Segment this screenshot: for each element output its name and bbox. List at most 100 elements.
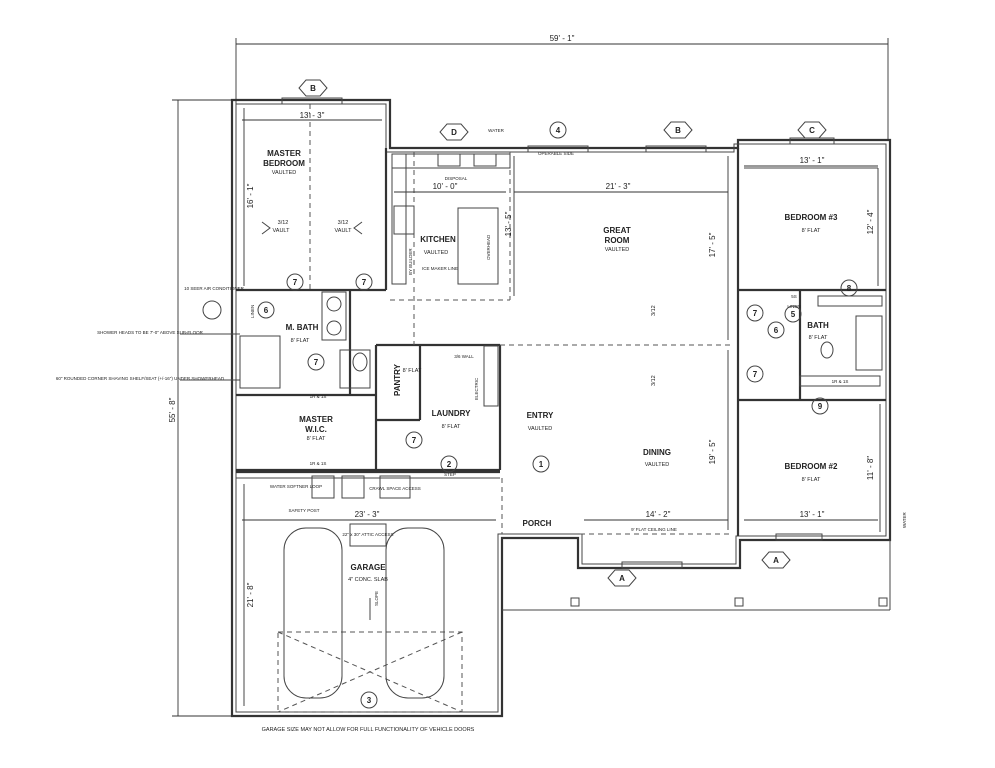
svg-text:3/12: 3/12 [651,305,657,316]
svg-text:M. BATH: M. BATH [286,323,319,332]
garage: GARAGE 4" CONC. SLAB 22" x 30" ATTIC ACC… [270,475,445,699]
svg-text:A: A [773,556,779,565]
svg-text:VAULTED: VAULTED [424,250,449,256]
svg-text:VAULT: VAULT [273,228,291,234]
bedroom-2: BEDROOM #2 8' FLAT 1R & 1S [785,375,881,483]
svg-text:LINEN: LINEN [250,305,255,318]
exterior-walls [230,98,892,718]
master-bath: M. BATH 8' FLAT LINEN 1R & 1S [239,291,371,399]
dashed-lines [277,104,730,713]
svg-text:DINING: DINING [643,448,671,457]
dining-width-dim: 14' - 2" [646,510,671,519]
callout-9: 9 [811,397,829,415]
dining: DINING VAULTED 9' FLAT CEILING LINE [631,448,677,532]
svg-text:7: 7 [753,309,758,318]
bed3-depth-dim: 12' - 4" [866,209,875,234]
callout-7f: 7 [746,365,764,383]
callout-7a: 7 [286,273,304,291]
svg-text:ENTRY: ENTRY [527,411,554,420]
svg-text:2: 2 [447,460,452,469]
svg-text:8' FLAT: 8' FLAT [809,335,828,341]
callout-a-2: A [761,551,791,569]
callout-6a: 6 [257,301,275,319]
garage-depth-dim: 21' - 8" [246,582,255,607]
svg-text:BEDROOM #3: BEDROOM #3 [785,213,838,222]
callout-b-2: B [663,121,693,139]
callout-7b: 7 [355,273,373,291]
callout-b-1: B [298,79,328,97]
callout-c: C [797,121,827,139]
svg-text:PANTRY: PANTRY [393,363,402,396]
master-depth-dim: 16' - 1" [246,183,255,208]
svg-text:BATH: BATH [807,321,829,330]
svg-text:MASTER: MASTER [267,149,301,158]
callout-d: D [439,123,469,141]
svg-text:DISPOSAL: DISPOSAL [445,176,468,181]
overall-dimensions: 59' - 1" 55' - 8" [168,34,889,717]
callout-5: 5 [784,305,802,323]
svg-text:3/12: 3/12 [278,220,289,226]
svg-text:8' FLAT: 8' FLAT [291,338,310,344]
svg-text:OPERABLE SIDE: OPERABLE SIDE [538,151,574,156]
svg-text:7: 7 [753,370,758,379]
callout-4: 4 [549,121,567,139]
svg-text:3/6 WALL: 3/6 WALL [454,354,474,359]
interior-walls [236,148,886,536]
svg-text:SLOPE: SLOPE [374,591,379,606]
svg-text:8' FLAT: 8' FLAT [403,368,422,374]
bed2-depth-dim: 11' - 8" [866,456,875,480]
dining-depth-dim: 19' - 5" [708,439,717,464]
svg-text:8' FLAT: 8' FLAT [802,477,821,483]
great-room: GREAT ROOM VAULTED 3/12 3/12 [603,226,657,386]
callouts: B D 4 B C A A 1 [257,79,858,709]
svg-text:10 SEER AIR CONDITIONER: 10 SEER AIR CONDITIONER [184,286,245,291]
side-notes: 10 SEER AIR CONDITIONER SHOWER HEADS TO … [56,128,907,733]
svg-text:WATER: WATER [902,512,907,528]
svg-text:8' FLAT: 8' FLAT [307,436,326,442]
room-dimensions: 13' - 3" 16' - 1" 10' - 0" 13' - 5" 21' … [242,108,881,706]
svg-text:VAULTED: VAULTED [605,247,630,253]
svg-text:LAUNDRY: LAUNDRY [432,409,471,418]
great-width-dim: 21' - 3" [606,182,631,191]
bed3-width-dim: 13' - 1" [800,156,825,165]
svg-text:8: 8 [847,284,852,293]
svg-text:VAULT: VAULT [335,228,353,234]
svg-text:6: 6 [264,306,269,315]
kitchen-depth-dim: 13' - 5" [504,211,513,236]
svg-text:4: 4 [556,126,561,135]
master-wic: MASTER W.I.C. 8' FLAT 1R & 1S [299,415,333,466]
windows [281,97,835,569]
svg-text:STEP: STEP [444,472,456,477]
callout-a-1: A [607,569,637,587]
pantry: PANTRY 8' FLAT [393,363,422,396]
master-width-dim: 13' - 3" [300,111,325,120]
callout-1: 1 [532,455,550,473]
svg-text:8' FLAT: 8' FLAT [442,424,461,430]
svg-text:5S: 5S [791,294,797,299]
svg-text:3/12: 3/12 [651,375,657,386]
callout-7d: 7 [405,431,423,449]
svg-text:A: A [619,574,625,583]
svg-text:3/12: 3/12 [338,220,349,226]
porch: PORCH [502,519,891,611]
svg-text:4" CONC. SLAB: 4" CONC. SLAB [348,577,388,583]
svg-text:7: 7 [314,358,319,367]
svg-text:SAFETY POST: SAFETY POST [289,508,320,513]
svg-text:6: 6 [774,326,779,335]
callout-6b: 6 [767,321,785,339]
svg-text:B: B [675,126,681,135]
svg-text:1: 1 [539,460,544,469]
svg-text:VAULTED: VAULTED [528,426,553,432]
svg-text:CRAWL SPACE ACCESS: CRAWL SPACE ACCESS [369,486,421,491]
svg-text:MASTER: MASTER [299,415,333,424]
svg-text:BEDROOM: BEDROOM [263,159,305,168]
svg-text:VAULTED: VAULTED [272,170,297,176]
svg-text:1R & 1S: 1R & 1S [310,394,327,399]
callout-8: 8 [840,279,858,297]
svg-text:ELECTRIC: ELECTRIC [474,377,479,400]
svg-text:SHOWER HEADS TO BE 7'-0" ABOVE: SHOWER HEADS TO BE 7'-0" ABOVE SUB-FLOOR [97,330,204,335]
svg-text:VAULTED: VAULTED [645,462,670,468]
svg-text:3: 3 [367,696,372,705]
svg-text:WATER SOFTNER LOOP: WATER SOFTNER LOOP [270,484,322,489]
